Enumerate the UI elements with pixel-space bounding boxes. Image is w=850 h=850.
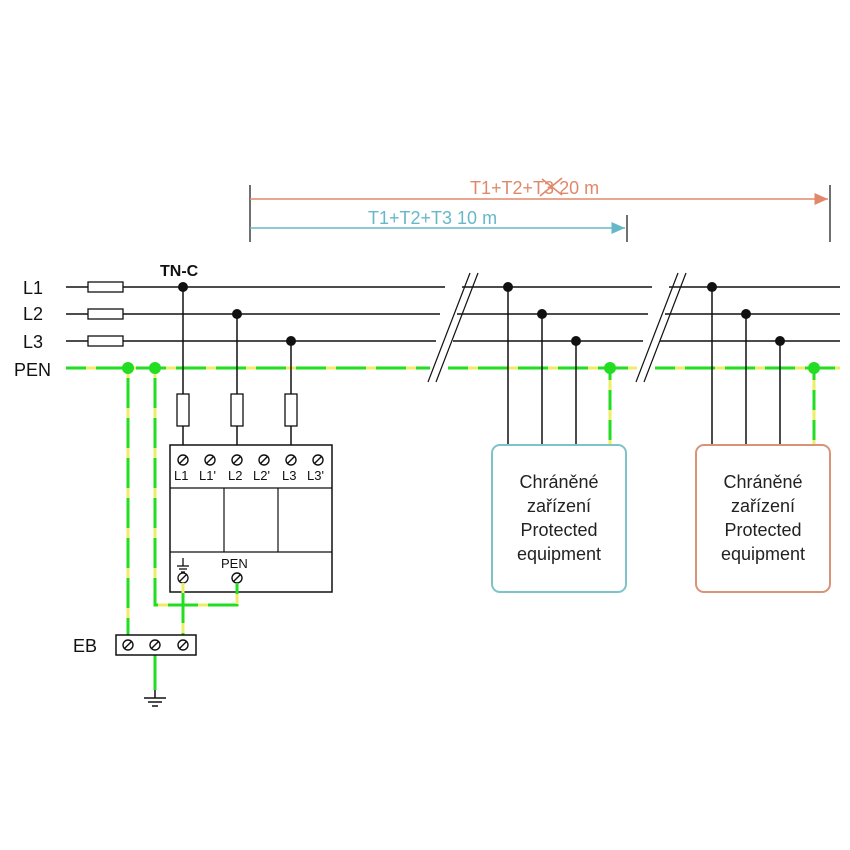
incoming-fuses [87, 281, 124, 347]
terminal-label: L1 [174, 468, 188, 483]
fuse-l1 [87, 281, 124, 293]
range-20m-label: T1+T2+T3 20 m [470, 178, 599, 198]
equipment-line: equipment [516, 544, 602, 564]
spd-ground-terminal [177, 558, 189, 584]
earthing-conductors [126, 368, 239, 690]
equipment-line: equipment [720, 544, 806, 564]
system-label: TN-C [160, 263, 199, 280]
equipment-2-junctions [707, 282, 785, 346]
equipment-1-junctions [503, 282, 581, 346]
equipment-line: Chráněné [723, 472, 803, 492]
equipment-2-label: Chráněné zařízení Protected equipment [695, 470, 831, 566]
spd-pen-terminal [231, 572, 243, 584]
label-l3: L3 [23, 332, 43, 352]
terminal-label: L1' [199, 468, 216, 483]
earth-ground-icon [144, 690, 166, 707]
equipment-1-label: Chráněné zařízení Protected equipment [491, 470, 627, 566]
terminal-label: L3' [307, 468, 324, 483]
crossed-t3: T3 [533, 178, 554, 198]
equipment-2-box [695, 444, 831, 593]
equipment-line: Chráněné [519, 472, 599, 492]
break-marks [427, 272, 687, 383]
spd-pen-label: PEN [221, 556, 248, 571]
label-l2: L2 [23, 304, 43, 324]
terminal-label: L2' [253, 468, 270, 483]
pen-junctions [122, 362, 161, 374]
spd-terminal-labels: L1 L1' L2 L2' L3 L3' [174, 468, 324, 483]
range-arrows: T1+T2+T3 20 m T1+T2+T3 10 m [249, 177, 831, 242]
fuse-l2 [87, 308, 124, 320]
spd-junctions [178, 282, 296, 346]
earth-bar-label: EB [73, 636, 97, 656]
label-l1: L1 [23, 278, 43, 298]
equipment-1-pe [604, 362, 616, 445]
phase-lines [66, 286, 840, 342]
earth-bar [115, 634, 197, 656]
equipment-2-pe [808, 362, 820, 445]
equipment-line: zařízení [526, 496, 592, 516]
equipment-1-feeds [507, 287, 577, 445]
equipment-line: zařízení [730, 496, 796, 516]
equipment-2-feeds [711, 287, 781, 445]
spd-terminal-screws [177, 454, 324, 466]
spd-device [169, 444, 333, 593]
label-pen: PEN [14, 360, 51, 380]
equipment-line: Protected [520, 520, 598, 540]
terminal-label: L3 [282, 468, 296, 483]
terminal-label: L2 [228, 468, 242, 483]
equipment-1-box [491, 444, 627, 593]
equipment-line: Protected [724, 520, 802, 540]
spd-fuses [176, 393, 298, 427]
strike-t3b [541, 178, 563, 196]
range-10m-label: T1+T2+T3 10 m [368, 208, 497, 228]
fuse-l3 [87, 335, 124, 347]
